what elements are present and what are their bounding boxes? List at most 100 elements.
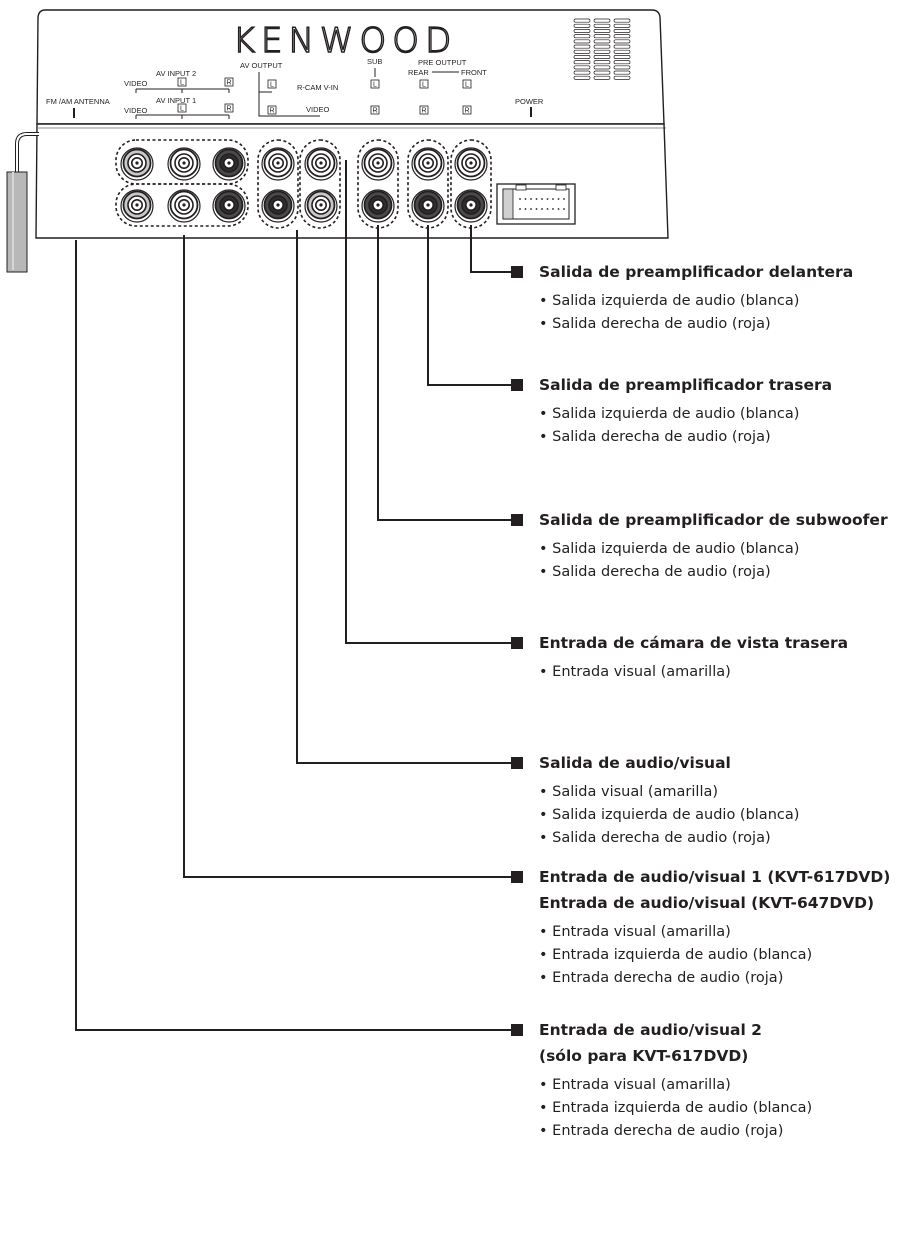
rca-jack: [411, 189, 445, 223]
svg-text:R: R: [226, 106, 231, 113]
callout-title: Salida de preamplificador delantera: [539, 263, 853, 281]
lr-marker: R: [224, 77, 234, 87]
svg-text:R: R: [226, 80, 231, 87]
callout-item: • Salida derecha de audio (roja): [539, 564, 771, 580]
rca-jack: [167, 189, 201, 223]
callout-title: Entrada de audio/visual 2: [539, 1021, 762, 1039]
callout-item: • Entrada izquierda de audio (blanca): [539, 947, 812, 963]
leader-line: [470, 225, 511, 273]
lr-markers: L R L R L R L R L R L R: [177, 77, 472, 115]
callout-item: • Salida izquierda de audio (blanca): [539, 406, 799, 422]
leader-line: [427, 225, 511, 386]
lr-marker: L: [462, 79, 472, 89]
callout-av-output: Salida de audio/visual • Salida visual (a…: [511, 754, 799, 846]
label-av-input-2: AV INPUT 2: [156, 69, 196, 78]
svg-text:L: L: [180, 106, 184, 113]
jack-group-outline: [257, 139, 299, 229]
callout-bullet-square: [511, 379, 523, 391]
callout-av-input-2: Entrada de audio/visual 2 (sólo para KVT-…: [511, 1021, 812, 1139]
lr-marker: L: [177, 77, 187, 87]
svg-text:L: L: [373, 82, 377, 89]
rca-jack: [454, 189, 488, 223]
head-unit: KENWOOD FM /AM ANTENNA VIDEO AV INPUT 2 …: [6, 9, 669, 273]
callout-bullet-square: [511, 1024, 523, 1036]
rca-jack: [304, 147, 338, 181]
callout-item: • Entrada derecha de audio (roja): [539, 970, 783, 986]
rca-jack: [120, 147, 154, 181]
lr-marker: R: [462, 105, 472, 115]
lr-marker: L: [267, 79, 277, 89]
vent-grille: [573, 18, 631, 80]
power-connector: [496, 183, 576, 225]
callout-title: Salida de preamplificador trasera: [539, 376, 832, 394]
callout-title: (sólo para KVT-617DVD): [539, 1047, 748, 1065]
lr-marker: L: [177, 103, 187, 113]
svg-text:R: R: [372, 108, 377, 115]
brand-logo: KENWOOD: [233, 21, 458, 61]
callout-item: • Salida izquierda de audio (blanca): [539, 807, 799, 823]
callout-title: Salida de preamplificador de subwoofer: [539, 511, 888, 529]
rca-jack: [212, 147, 246, 181]
label-av-input-1: AV INPUT 1: [156, 96, 196, 105]
callout-rear-camera: Entrada de cámara de vista trasera • Entr…: [511, 634, 848, 680]
label-sub: SUB: [367, 57, 382, 66]
callout-item: • Entrada visual (amarilla): [539, 1077, 731, 1093]
label-video-out: VIDEO: [306, 105, 330, 114]
rca-jack: [361, 189, 395, 223]
lr-marker: R: [419, 105, 429, 115]
rca-jack: [411, 147, 445, 181]
leader-line: [377, 225, 511, 521]
label-front: FRONT: [461, 68, 487, 77]
callout-title: Entrada de audio/visual 1 (KVT-617DVD): [539, 868, 890, 886]
leader-line: [183, 235, 511, 878]
callout-sub-preout: Salida de preamplificador de subwoofer • …: [511, 511, 888, 580]
svg-text:R: R: [269, 108, 274, 115]
svg-text:L: L: [270, 82, 274, 89]
callout-item: • Salida izquierda de audio (blanca): [539, 541, 799, 557]
svg-text:R: R: [464, 108, 469, 115]
lr-marker: L: [419, 79, 429, 89]
leader-line: [296, 230, 511, 764]
label-fm-am-antenna: FM /AM ANTENNA: [46, 97, 110, 106]
leader-lines: [75, 160, 511, 1031]
jack-group-outline: [299, 139, 341, 229]
callout-bullet-square: [511, 514, 523, 526]
label-r-cam: R-CAM V-IN: [297, 83, 338, 92]
callout-bullet-square: [511, 637, 523, 649]
lr-marker: R: [370, 105, 380, 115]
label-video-bottom: VIDEO: [124, 106, 148, 115]
callout-rear-preout: Salida de preamplificador trasera • Salid…: [511, 376, 832, 445]
callout-av-input-1: Entrada de audio/visual 1 (KVT-617DVD)En…: [511, 868, 890, 986]
callout-item: • Salida derecha de audio (roja): [539, 830, 771, 846]
svg-text:R: R: [421, 108, 426, 115]
lr-marker: L: [370, 79, 380, 89]
label-rear: REAR: [408, 68, 429, 77]
label-video-top: VIDEO: [124, 79, 148, 88]
rca-jack: [261, 147, 295, 181]
leader-line: [75, 240, 511, 1031]
svg-text:L: L: [180, 80, 184, 87]
callout-item: • Entrada visual (amarilla): [539, 664, 731, 680]
callout-item: • Entrada izquierda de audio (blanca): [539, 1100, 812, 1116]
label-pre-output: PRE OUTPUT: [418, 58, 467, 67]
antenna-plug: [6, 132, 39, 273]
rca-jack: [120, 189, 154, 223]
rca-jack: [212, 189, 246, 223]
label-av-output: AV OUTPUT: [240, 61, 283, 70]
callout-item: • Salida derecha de audio (roja): [539, 429, 771, 445]
jack-group-outline: [115, 183, 249, 227]
svg-text:L: L: [465, 82, 469, 89]
lr-marker: R: [267, 105, 277, 115]
rca-jack: [167, 147, 201, 181]
rca-jack: [261, 189, 295, 223]
callout-title: Entrada de cámara de vista trasera: [539, 634, 848, 652]
svg-text:L: L: [422, 82, 426, 89]
callout-title: Salida de audio/visual: [539, 754, 731, 772]
rca-jack: [454, 147, 488, 181]
callout-item: • Salida izquierda de audio (blanca): [539, 293, 799, 309]
rca-jack: [304, 189, 338, 223]
callout-item: • Salida visual (amarilla): [539, 784, 718, 800]
callout-bullet-square: [511, 266, 523, 278]
callout-bullet-square: [511, 757, 523, 769]
